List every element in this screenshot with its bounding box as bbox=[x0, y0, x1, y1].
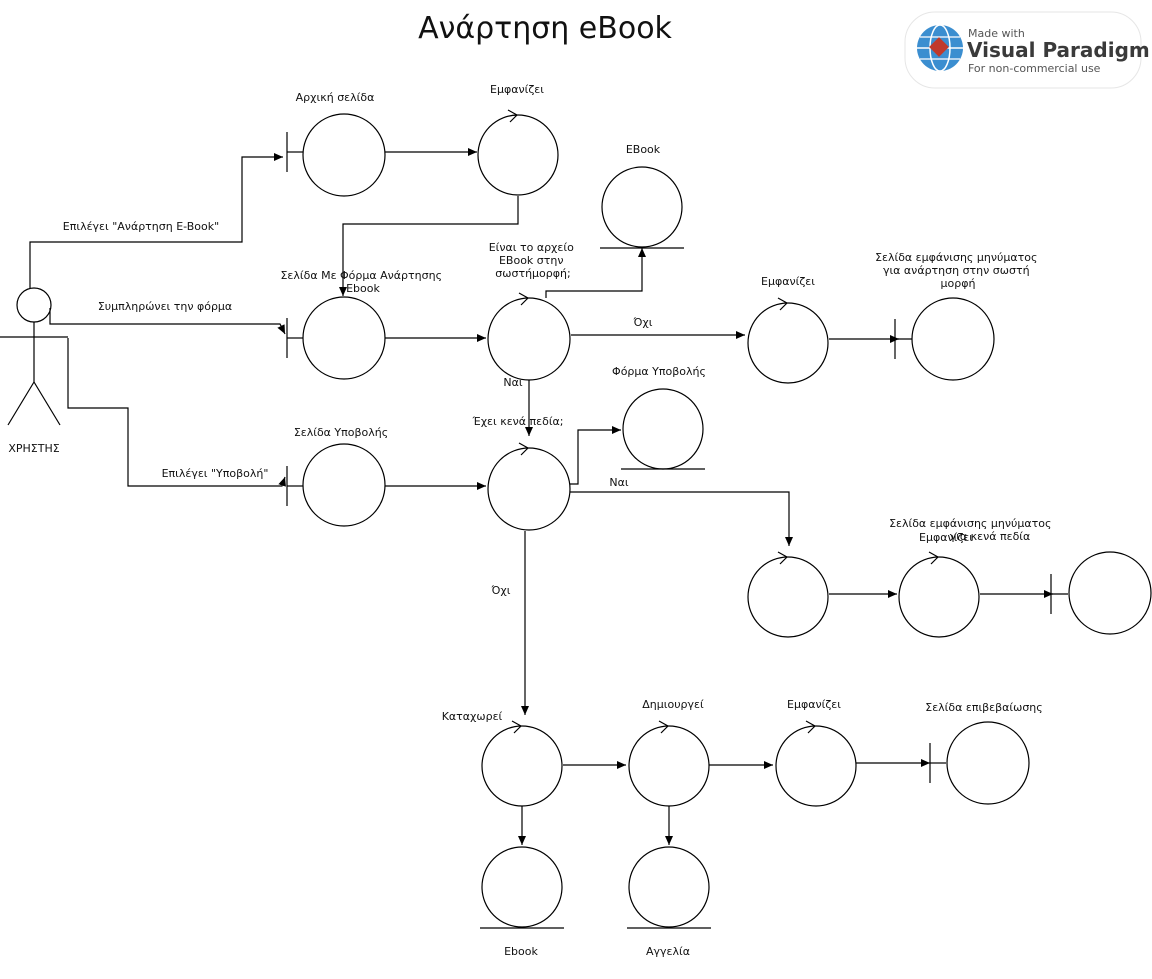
edge-check-to-submit-form bbox=[570, 426, 621, 485]
label-display-format-msg: Εμφανίζει bbox=[761, 275, 815, 288]
label-check-format-line2: EBook στην bbox=[499, 254, 564, 267]
actor-user: ΧΡΗΣΤΗΣ bbox=[0, 287, 68, 455]
control-display-home bbox=[477, 109, 559, 196]
label-ebook-entity: EBook bbox=[626, 143, 661, 156]
label-format-msg-line3: μορφή bbox=[941, 277, 976, 290]
entity-listing bbox=[627, 846, 711, 929]
boundary-format-msg-page bbox=[894, 297, 995, 381]
label-form-page-line2: Ebook bbox=[346, 282, 380, 295]
edge-check-to-ebook bbox=[545, 248, 646, 298]
label-submit-page: Σελίδα Υποβολής bbox=[294, 426, 388, 439]
boundary-home-page bbox=[286, 113, 386, 197]
boundary-confirm-page bbox=[929, 721, 1030, 805]
label-edge-format-yes: Ναι bbox=[503, 376, 522, 389]
globe-logo-icon bbox=[917, 24, 963, 72]
edge-select-submit bbox=[67, 338, 286, 487]
label-edge-empty-no: Όχι bbox=[490, 584, 510, 597]
control-register bbox=[481, 720, 563, 807]
boundary-form-page bbox=[286, 296, 386, 380]
edges bbox=[29, 148, 1053, 845]
entity-ebook bbox=[600, 166, 684, 249]
label-display-home: Εμφανίζει bbox=[490, 83, 544, 96]
label-create: Δημιουργεί bbox=[642, 698, 704, 711]
label-check-format: Είναι το αρχείο EBook στην σωστήμορφή; bbox=[489, 241, 578, 280]
watermark-brand: Visual Paradigm bbox=[967, 38, 1150, 62]
label-edge-empty-yes: Ναι bbox=[609, 476, 628, 489]
label-register: Καταχωρεί bbox=[442, 710, 503, 723]
label-confirm-page: Σελίδα επιβεβαίωσης bbox=[925, 701, 1042, 714]
diagram-title: Ανάρτηση eBook bbox=[418, 11, 672, 46]
actor-label: ΧΡΗΣΤΗΣ bbox=[8, 442, 59, 455]
label-edge-fill-form: Συμπληρώνει την φόρμα bbox=[98, 300, 232, 313]
label-check-empty: Έχει κενά πεδία; bbox=[471, 415, 563, 428]
control-display-empty-msg bbox=[898, 551, 980, 638]
label-display-empty-msg: Εμφανίζει bbox=[919, 531, 973, 544]
boundary-empty-msg-page bbox=[1050, 551, 1152, 635]
label-display-confirm: Εμφανίζει bbox=[787, 698, 841, 711]
control-display-format-msg bbox=[747, 297, 829, 384]
label-form-page-line1: Σελίδα Με Φόρμα Ανάρτησης bbox=[280, 269, 442, 282]
label-ebook-out: Ebook bbox=[504, 945, 538, 958]
control-create bbox=[628, 720, 710, 807]
label-empty-msg-line1: Σελίδα εμφάνισης μηνύματος bbox=[889, 517, 1051, 530]
label-empty-msg-page: Σελίδα εμφάνισης μηνύματος για κενά πεδί… bbox=[889, 517, 1055, 543]
boundary-submit-page bbox=[286, 443, 386, 527]
label-submit-form-entity: Φόρμα Υποβολής bbox=[612, 365, 706, 378]
label-check-format-line1: Είναι το αρχείο bbox=[489, 241, 574, 254]
edge-fill-form bbox=[49, 308, 286, 335]
label-edge-format-no: Όχι bbox=[632, 316, 652, 329]
entity-submit-form bbox=[621, 388, 705, 470]
label-check-format-line3: σωστήμορφή; bbox=[495, 267, 570, 280]
label-edge-select-upload: Επιλέγει "Ανάρτηση E-Book" bbox=[63, 220, 219, 233]
control-check-empty bbox=[487, 442, 571, 531]
label-format-msg-line1: Σελίδα εμφάνισης μηνύματος bbox=[875, 251, 1037, 264]
control-display-confirm bbox=[775, 720, 857, 807]
label-edge-select-submit: Επιλέγει "Υποβολή" bbox=[162, 467, 269, 480]
label-format-msg-line2: για ανάρτηση στην σωστή bbox=[883, 264, 1030, 277]
label-format-msg-page: Σελίδα εμφάνισης μηνύματος για ανάρτηση … bbox=[875, 251, 1041, 290]
control-check-format bbox=[487, 292, 571, 381]
edge-empty-yes bbox=[570, 491, 793, 546]
label-empty-msg-line2: για κενά πεδία bbox=[950, 530, 1031, 543]
watermark-made-with: Made with bbox=[968, 27, 1025, 40]
visual-paradigm-watermark: Made with Visual Paradigm For non-commer… bbox=[904, 11, 1150, 89]
edge-select-upload bbox=[29, 153, 283, 288]
label-listing: Αγγελία bbox=[646, 945, 690, 958]
control-display-1 bbox=[747, 551, 829, 638]
watermark-noncommercial: For non-commercial use bbox=[968, 62, 1101, 75]
actor-head bbox=[16, 287, 52, 323]
edge-display-to-form bbox=[339, 196, 519, 296]
label-form-page: Σελίδα Με Φόρμα Ανάρτησης Ebook bbox=[280, 269, 445, 295]
entity-ebook-out bbox=[480, 846, 564, 929]
label-home-page: Αρχική σελίδα bbox=[296, 91, 375, 104]
